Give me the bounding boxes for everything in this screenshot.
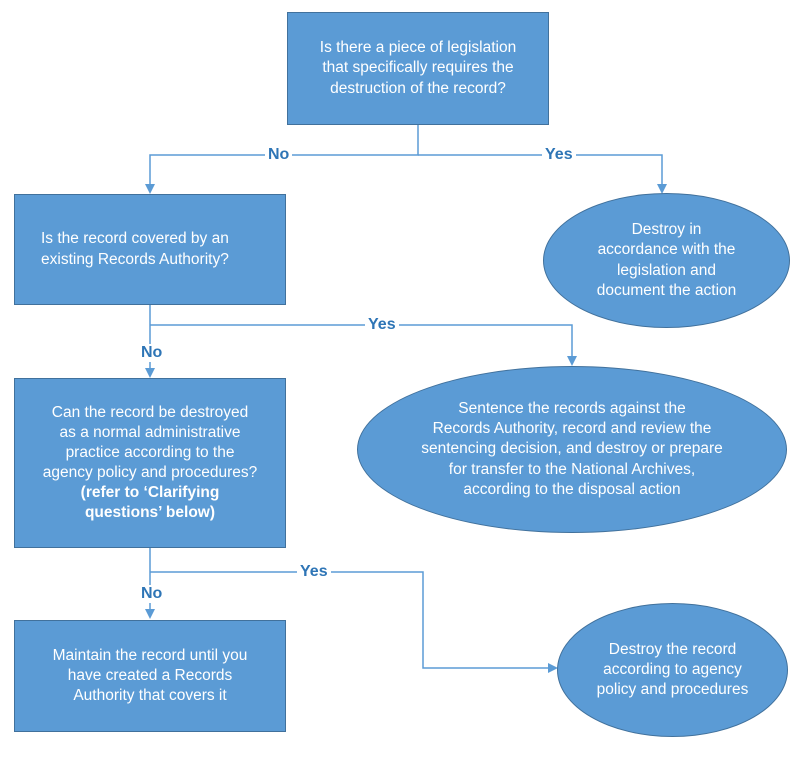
- sentence-records-line-4: for transfer to the National Archives,: [448, 460, 696, 478]
- edge-admin-yes: [150, 571, 558, 673]
- edge-label-admin-yes: Yes: [297, 563, 331, 581]
- question-normal-admin-text: Can the record be destroyed as a normal …: [29, 403, 272, 524]
- question-records-authority-line-1: Is the record covered by an: [41, 230, 229, 248]
- destroy-agency-ellipse: Destroy the record according to agency p…: [557, 603, 788, 737]
- question-legislation-line-1: Is there a piece of legislation: [319, 39, 517, 57]
- sentence-records-ellipse: Sentence the records against the Records…: [357, 366, 787, 533]
- question-legislation-line-3: destruction of the record?: [330, 79, 506, 97]
- destroy-agency-line-1: Destroy the record: [608, 640, 737, 658]
- question-records-authority-line-2: existing Records Authority?: [41, 250, 229, 268]
- edge-label-admin-no: No: [138, 585, 166, 603]
- destroy-legislation-line-3: legislation and: [616, 261, 717, 279]
- destroy-legislation-text: Destroy in accordance with the legislati…: [583, 220, 751, 301]
- destroy-legislation-line-1: Destroy in: [631, 221, 702, 239]
- maintain-record-line-3: Authority that covers it: [73, 687, 227, 705]
- question-normal-admin-box: Can the record be destroyed as a normal …: [14, 378, 286, 548]
- destroy-legislation-line-2: accordance with the: [597, 241, 736, 259]
- destroy-agency-line-2: according to agency: [603, 660, 742, 678]
- sentence-records-line-3: sentencing decision, and destroy or prep…: [421, 440, 723, 458]
- question-normal-admin-note-line-1: (refer to ‘Clarifying: [80, 484, 220, 502]
- edge-label-legislation-yes: Yes: [542, 146, 576, 164]
- question-normal-admin-line-1: Can the record be destroyed: [51, 403, 249, 421]
- edge-legislation-yes: [418, 154, 667, 194]
- sentence-records-line-2: Records Authority, record and review the: [432, 420, 712, 438]
- question-records-authority-box: Is the record covered by an existing Rec…: [14, 194, 286, 305]
- question-normal-admin-line-4: agency policy and procedures?: [42, 464, 258, 481]
- destroy-agency-text: Destroy the record according to agency p…: [583, 640, 763, 700]
- edge-label-authority-yes: Yes: [365, 316, 399, 334]
- question-normal-admin-line-2: as a normal administrative: [59, 423, 241, 441]
- question-records-authority-text: Is the record covered by an existing Rec…: [15, 229, 243, 269]
- question-normal-admin-note-line-2: questions’ below): [84, 504, 216, 522]
- sentence-records-text: Sentence the records against the Records…: [407, 399, 737, 500]
- edge-label-legislation-no: No: [265, 146, 293, 164]
- question-normal-admin-line-3: practice according to the: [65, 443, 235, 461]
- edge-authority-yes: [150, 324, 577, 366]
- destroy-legislation-line-4: document the action: [596, 281, 737, 299]
- destroy-legislation-ellipse: Destroy in accordance with the legislati…: [543, 193, 790, 328]
- question-legislation-text: Is there a piece of legislation that spe…: [306, 38, 530, 98]
- destroy-agency-line-3: policy and procedures: [596, 681, 749, 699]
- edge-label-authority-no: No: [138, 344, 166, 362]
- sentence-records-line-5: according to the disposal action: [463, 480, 681, 498]
- maintain-record-text: Maintain the record until you have creat…: [39, 646, 262, 706]
- maintain-record-line-1: Maintain the record until you: [52, 646, 248, 664]
- question-legislation-box: Is there a piece of legislation that spe…: [287, 12, 549, 125]
- maintain-record-box: Maintain the record until you have creat…: [14, 620, 286, 732]
- question-legislation-line-2: that specifically requires the: [322, 59, 514, 77]
- maintain-record-line-2: have created a Records: [67, 666, 233, 684]
- sentence-records-line-1: Sentence the records against the: [458, 400, 686, 418]
